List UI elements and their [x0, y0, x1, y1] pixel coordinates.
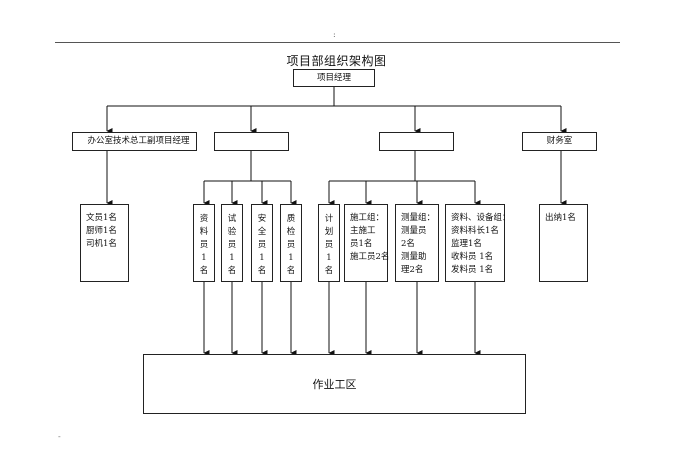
chart-title: 项目部组织架构图	[286, 54, 387, 68]
staff-char: 名	[286, 266, 296, 276]
staff-line: 资料、设备组：	[451, 213, 511, 223]
node-cashier: 出纳1名	[539, 204, 588, 282]
staff-char: 检	[286, 227, 296, 237]
staff-char: 划	[324, 227, 334, 237]
staff-char: 名	[199, 266, 209, 276]
staff-char: 1	[229, 253, 235, 263]
staff-line: 施工员2名	[350, 252, 390, 262]
staff-char: 名	[257, 266, 267, 276]
staff-char: 名	[324, 266, 334, 276]
staff-line: 测量员	[401, 226, 427, 236]
staff-char: 资	[199, 214, 209, 224]
node-tester: 试 验 员 1 名	[221, 204, 243, 282]
staff-char: 安	[257, 214, 267, 224]
staff-char: 试	[227, 214, 237, 224]
staff-char: 计	[324, 214, 334, 224]
staff-line: 资料科长1名	[451, 226, 499, 236]
node-office-staff: 文员1名 厨师1名 司机1名	[80, 204, 129, 282]
staff-line: 测量组：	[401, 213, 436, 223]
staff-line: 员1名	[350, 239, 373, 249]
node-survey-group: 测量组： 测量员 2名 测量助 理2名	[395, 204, 439, 282]
node-safety: 安 全 员 1 名	[251, 204, 273, 282]
staff-char: 员	[324, 240, 334, 250]
node-quality: 质 检 员 1 名	[280, 204, 302, 282]
node-office: 办公室技术总工副项目经理	[72, 132, 197, 151]
staff-line: 施工组：	[350, 213, 385, 223]
corner-mark: -	[58, 432, 61, 441]
node-dept-3	[379, 132, 454, 151]
staff-char: 1	[259, 253, 265, 263]
staff-line: 厨师1名	[86, 226, 117, 236]
node-construction-group: 施工组： 主施工 员1名 施工员2名	[344, 204, 390, 282]
node-finance: 财务室	[522, 132, 597, 151]
staff-char: 料	[199, 227, 209, 237]
staff-char: 员	[286, 240, 296, 250]
node-dept-2	[214, 132, 289, 151]
staff-line: 测量助	[401, 252, 427, 262]
staff-char: 1	[326, 253, 332, 263]
staff-line: 2名	[401, 239, 415, 249]
header-rule	[55, 42, 620, 43]
staff-line: 出纳1名	[545, 213, 576, 223]
staff-char: 员	[199, 240, 209, 250]
node-data-clerk: 资 料 员 1 名	[193, 204, 215, 282]
staff-char: 全	[257, 227, 267, 237]
staff-char: 1	[201, 253, 207, 263]
staff-char: 员	[227, 240, 237, 250]
staff-line: 文员1名	[86, 213, 117, 223]
page-mark: :	[333, 30, 336, 39]
staff-line: 发料员 1名	[451, 265, 494, 275]
staff-line: 理2名	[401, 265, 424, 275]
node-materials-group: 资料、设备组： 资料科长1名 监理1名 收料员 1名 发料员 1名	[445, 204, 511, 282]
node-work-area: 作业工区	[143, 354, 526, 414]
node-project-manager: 项目经理	[293, 69, 375, 87]
staff-line: 监理1名	[451, 239, 482, 249]
staff-char: 名	[227, 266, 237, 276]
staff-line: 司机1名	[86, 239, 117, 249]
staff-char: 员	[257, 240, 267, 250]
staff-line: 主施工	[350, 226, 376, 236]
staff-char: 质	[286, 214, 296, 224]
staff-char: 1	[288, 253, 294, 263]
node-planner: 计 划 员 1 名	[318, 204, 340, 282]
staff-line: 收料员 1名	[451, 252, 494, 262]
staff-char: 验	[227, 227, 237, 237]
